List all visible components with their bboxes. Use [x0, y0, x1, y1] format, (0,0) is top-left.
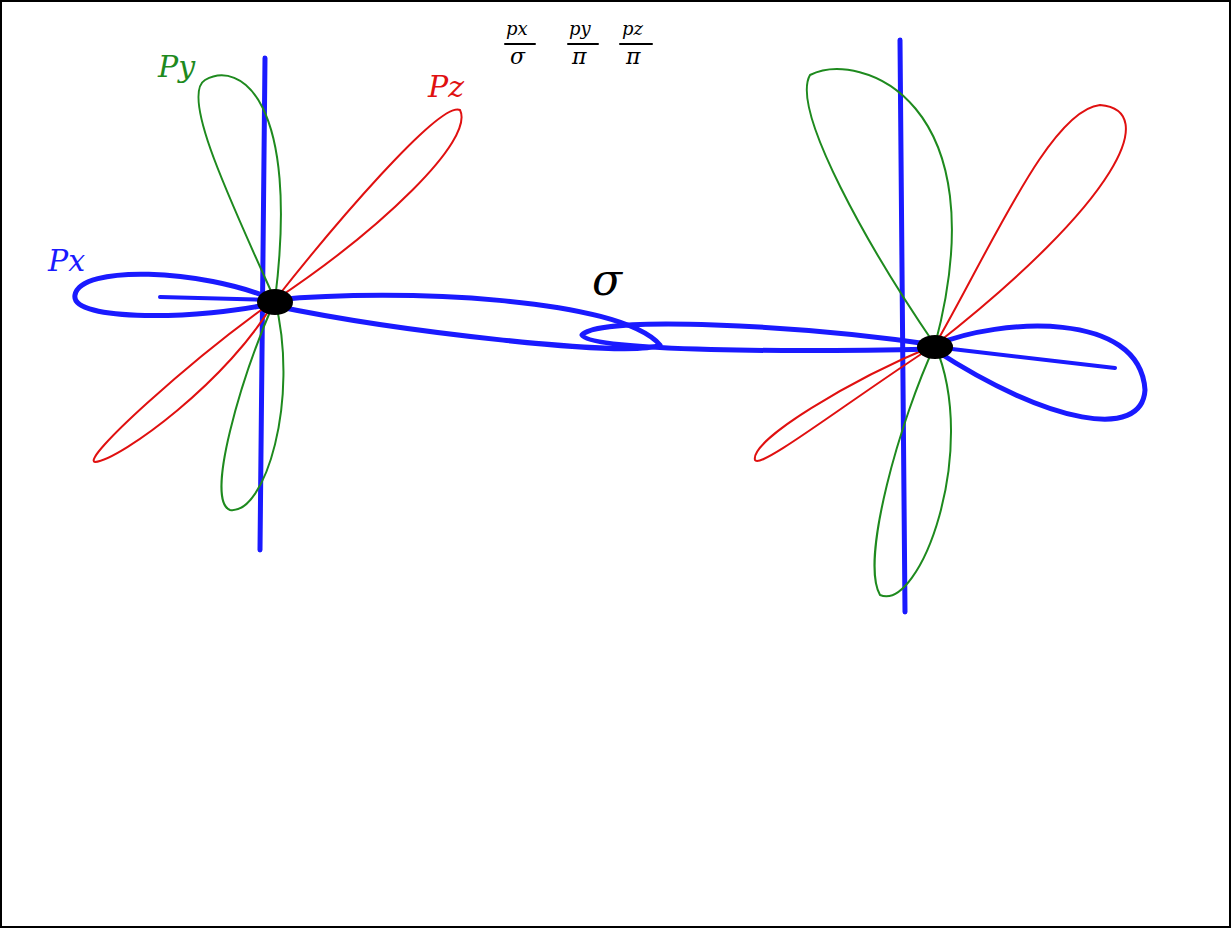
pz-lobe — [94, 300, 275, 462]
py-lobe — [807, 69, 952, 345]
orbital-label: Py — [158, 52, 195, 82]
orbital-label: Pz — [428, 72, 464, 102]
atom-nucleus — [917, 335, 953, 359]
px-lobe — [75, 274, 275, 315]
fraction-label: px — [506, 20, 528, 38]
px-lobe — [935, 326, 1145, 419]
fraction-bar — [505, 43, 652, 45]
fraction-label: pz — [622, 20, 643, 38]
bond-symbol: σ — [592, 258, 622, 302]
py-lobe — [198, 75, 281, 300]
axis-line — [900, 40, 905, 612]
bond-symbol: π — [572, 46, 586, 68]
fraction-label: py — [569, 20, 591, 38]
py-lobe — [875, 345, 951, 596]
px-lobe — [582, 324, 935, 350]
axis-line — [935, 347, 1115, 368]
pz-lobe — [935, 105, 1126, 345]
pz-lobe — [755, 345, 935, 461]
atom-nucleus — [257, 289, 293, 315]
pz-lobe — [275, 109, 462, 300]
bond-symbol: π — [626, 46, 640, 68]
orbital-label: Px — [48, 246, 85, 276]
bond-symbol: σ — [510, 46, 525, 68]
